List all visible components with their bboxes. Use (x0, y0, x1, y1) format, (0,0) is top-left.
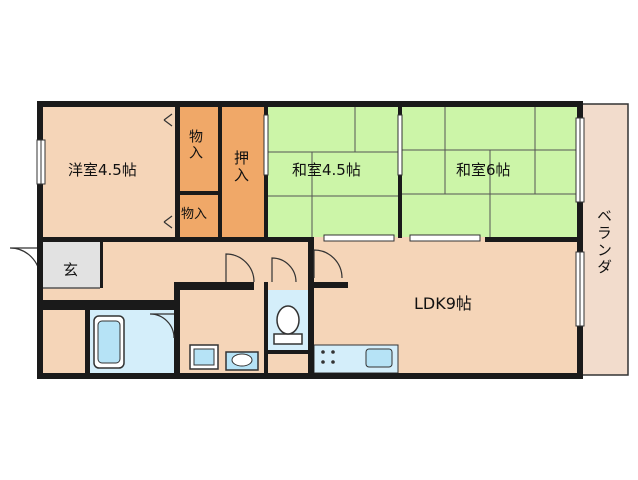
storage-bottom (180, 195, 218, 237)
japanese-room-b-label: 和室6帖 (456, 161, 511, 179)
veranda-label: ベランダ (595, 208, 613, 276)
kitchen-counter (313, 344, 399, 374)
shoe-closet (43, 310, 85, 373)
exterior-wall (37, 101, 583, 379)
tatami-room-a (268, 107, 398, 237)
wash-basin (225, 351, 259, 371)
entrance-area (43, 242, 100, 288)
entrance-label: 玄 (63, 261, 79, 279)
storage-bottom-label: 物入 (181, 207, 208, 222)
washing-machine (189, 344, 219, 370)
veranda-area (581, 103, 629, 376)
toilet (273, 305, 303, 345)
western-room (43, 107, 175, 237)
oshiire-label: 押入 (232, 150, 250, 184)
bathtub (93, 315, 125, 369)
western-room-label: 洋室4.5帖 (68, 161, 137, 179)
storage-top-label: 物入 (187, 129, 203, 161)
tatami-room-b (402, 107, 578, 237)
ldk-label: LDK9帖 (414, 294, 472, 313)
interior-walls (40, 104, 580, 373)
oshiire-closet (222, 107, 264, 237)
storage-top (180, 107, 218, 191)
japanese-room-a-label: 和室4.5帖 (292, 161, 361, 179)
